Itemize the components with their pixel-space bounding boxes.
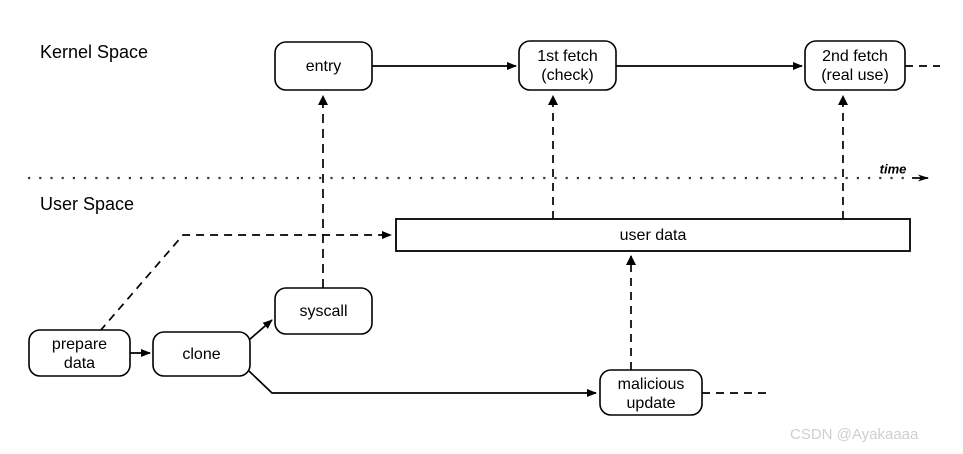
edge-clone-to-malicious-update <box>248 370 597 397</box>
node-entry-box[interactable] <box>274 41 373 91</box>
node-user-data[interactable]: user data <box>395 218 911 252</box>
node-malicious-update-box[interactable] <box>599 369 703 416</box>
node-clone[interactable]: clone <box>152 331 251 377</box>
node-entry[interactable]: entry <box>274 41 373 91</box>
user-space-label: User Space <box>40 194 134 214</box>
node-first-fetch-label-line2: (check) <box>541 67 593 84</box>
node-syscall-box[interactable] <box>274 287 373 335</box>
node-entry-label: entry <box>306 58 342 75</box>
node-malicious-update-label-line1: malicious <box>618 376 685 393</box>
node-prepare-data-label-line2: data <box>64 355 95 372</box>
node-syscall-label: syscall <box>299 303 347 320</box>
node-clone-label: clone <box>182 346 220 363</box>
node-second-fetch-box[interactable] <box>804 40 906 91</box>
node-malicious-update-label-line2: update <box>627 395 676 412</box>
node-prepare-data[interactable]: prepare data <box>28 329 131 377</box>
node-prepare-data-label-line1: prepare <box>52 336 107 353</box>
node-second-fetch-label-line1: 2nd fetch <box>822 48 888 65</box>
node-second-fetch-label-line2: (real use) <box>821 67 889 84</box>
node-malicious-update[interactable]: malicious update <box>599 369 703 416</box>
node-prepare-data-box[interactable] <box>28 329 131 377</box>
edge-prepare-data-to-user-data <box>99 231 392 332</box>
node-first-fetch-label-line1: 1st fetch <box>537 48 597 65</box>
node-second-fetch[interactable]: 2nd fetch (real use) <box>804 40 906 91</box>
node-user-data-label: user data <box>620 227 687 244</box>
node-syscall[interactable]: syscall <box>274 287 373 335</box>
kernel-space-label: Kernel Space <box>40 42 148 62</box>
node-clone-box[interactable] <box>152 331 251 377</box>
node-user-data-box[interactable] <box>395 218 911 252</box>
node-first-fetch-box[interactable] <box>518 40 617 91</box>
node-first-fetch[interactable]: 1st fetch (check) <box>518 40 617 91</box>
watermark-label: CSDN @Ayakaaaa <box>790 426 919 443</box>
edge-clone-to-syscall <box>248 319 273 341</box>
time-axis-label: time <box>880 161 907 176</box>
